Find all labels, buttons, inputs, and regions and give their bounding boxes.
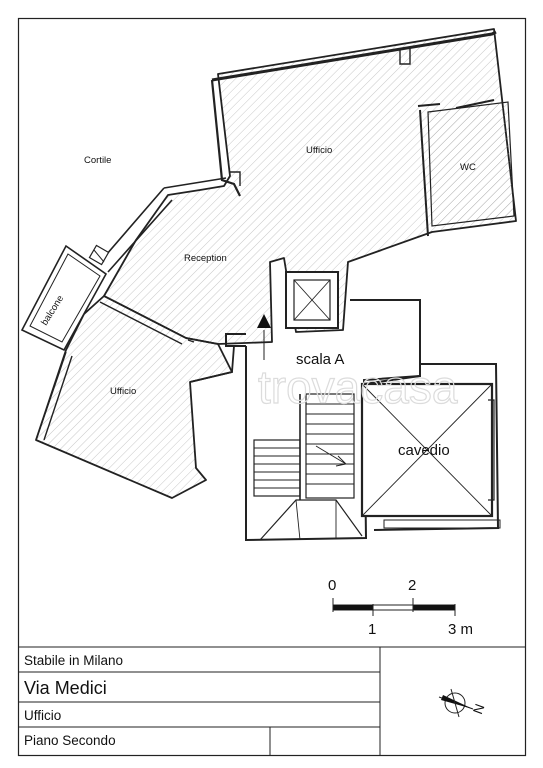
wall-notches <box>187 48 411 343</box>
office-lower-hatch <box>35 295 233 499</box>
balcone <box>20 244 110 352</box>
office-floor <box>35 28 517 499</box>
room-label-scala: scala A <box>296 351 344 368</box>
office-upper-hatch <box>103 28 517 345</box>
title-block: Stabile in Milano Via Medici Ufficio Pia… <box>18 646 525 755</box>
outer-wall-left-upper <box>210 79 241 197</box>
partition-ufficio-left <box>189 345 235 383</box>
compass-icon: N <box>438 688 488 718</box>
partition-wc <box>417 99 495 237</box>
scale-label-1: 1 <box>368 621 376 638</box>
room-label-wc: WC <box>460 162 476 173</box>
outer-wall-top <box>211 30 497 82</box>
scale-label-2: 2 <box>408 577 416 594</box>
room-label-ufficio-left: Ufficio <box>110 386 136 397</box>
scale-label-0: 0 <box>328 577 336 594</box>
room-label-cavedio: cavedio <box>398 442 450 459</box>
wc-hatch <box>427 101 515 227</box>
sheet-border <box>17 17 527 757</box>
window-left-wall <box>35 351 73 441</box>
cavedio <box>360 363 501 531</box>
room-label-reception: Reception <box>184 253 227 264</box>
title-block-building: Stabile in Milano <box>24 653 123 668</box>
title-block-floor: Piano Secondo <box>24 733 116 748</box>
partition-lower-office <box>99 295 187 345</box>
elevator-shaft <box>285 271 339 329</box>
title-block-street: Via Medici <box>24 678 107 698</box>
compass-letter: N <box>470 702 487 716</box>
room-label-cortile: Cortile <box>84 155 111 166</box>
entry-arrow-icon <box>257 314 271 328</box>
scale-label-3m: 3 m <box>448 621 473 638</box>
stair-core <box>225 299 421 542</box>
watermark: trovacasa <box>258 361 458 413</box>
scale-bar: 0 2 1 3 m <box>328 577 473 638</box>
room-label-ufficio-top: Ufficio <box>306 145 332 156</box>
title-block-use: Ufficio <box>24 708 61 723</box>
outer-wall-diagonal <box>99 177 227 273</box>
